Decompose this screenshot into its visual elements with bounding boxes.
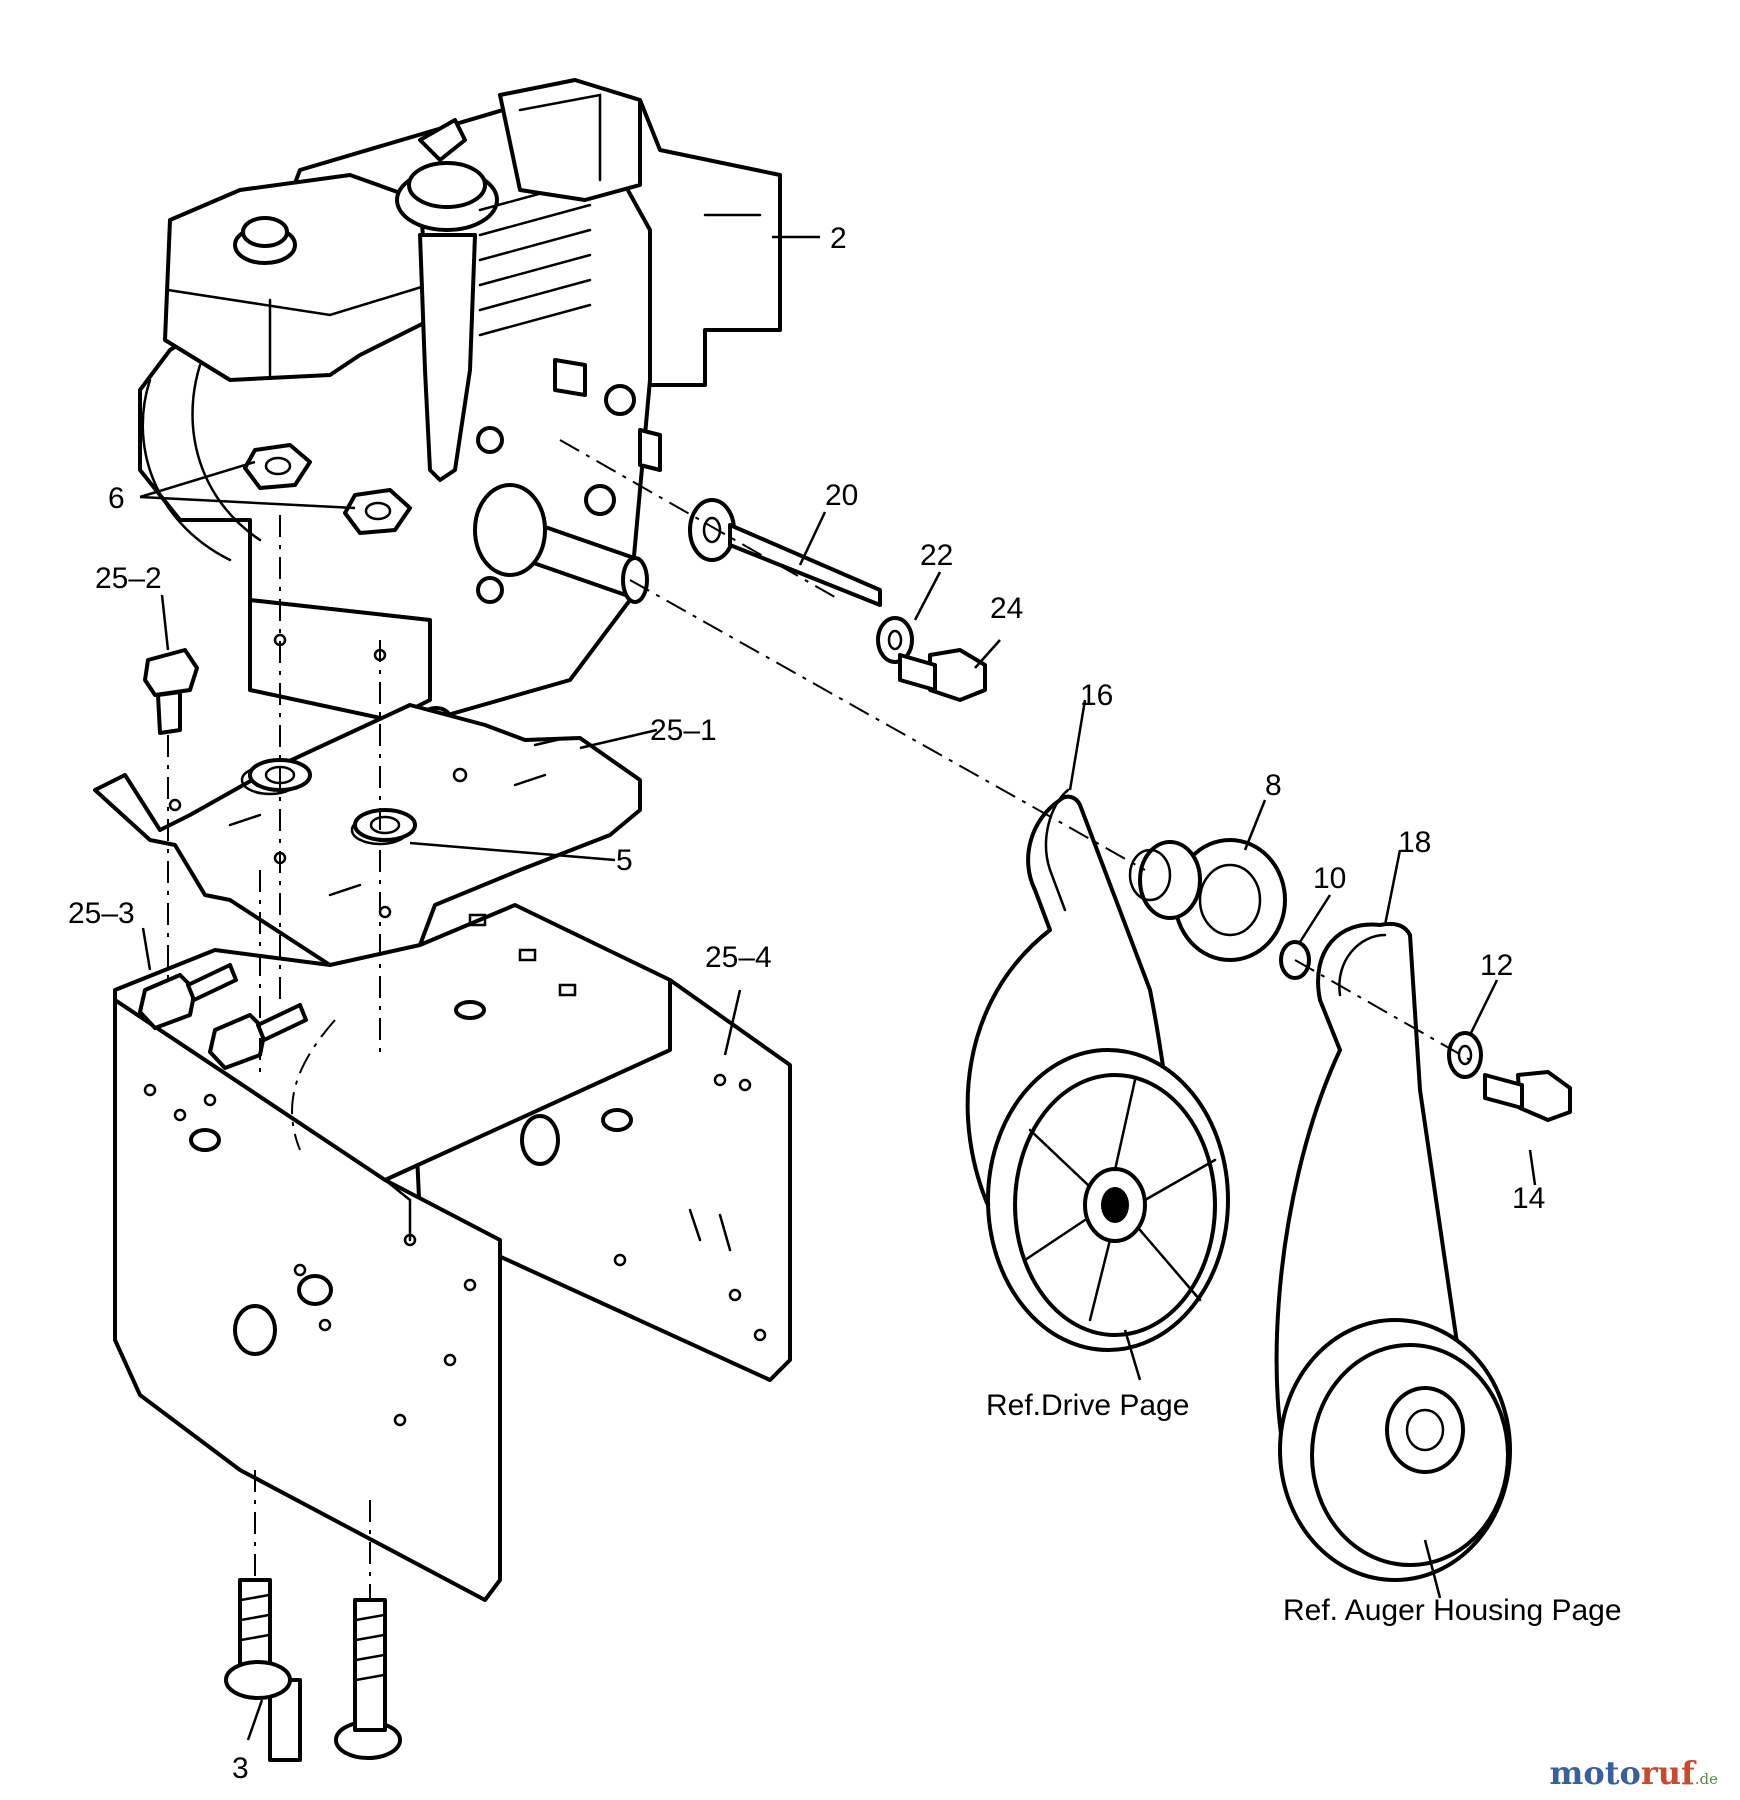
callout-20: 20 bbox=[825, 479, 858, 512]
callout-12: 12 bbox=[1480, 949, 1513, 982]
callout-5: 5 bbox=[616, 844, 633, 877]
auger-pulley bbox=[1278, 1318, 1512, 1582]
callout-14: 14 bbox=[1512, 1182, 1545, 1215]
watermark-logo: motoruf.de bbox=[1549, 1754, 1718, 1792]
nut-6-upper bbox=[243, 443, 312, 490]
carriage-bolt-3 bbox=[224, 1578, 402, 1762]
bolt-25-3 bbox=[138, 963, 308, 1070]
leader-lines bbox=[139, 235, 1537, 1741]
callout-25-2: 25–2 bbox=[95, 562, 162, 595]
bolt-14 bbox=[1483, 1070, 1572, 1122]
assembly-lines bbox=[167, 439, 1471, 1600]
callout-6: 6 bbox=[108, 482, 125, 515]
callout-25-1: 25–1 bbox=[650, 714, 717, 747]
nut-6-lower bbox=[343, 488, 412, 535]
callout-22: 22 bbox=[920, 539, 953, 572]
callout-25-3: 25–3 bbox=[68, 897, 135, 930]
callout-3: 3 bbox=[232, 1752, 249, 1785]
callout-24: 24 bbox=[990, 592, 1023, 625]
callout-18: 18 bbox=[1398, 826, 1431, 859]
ref-drive-page: Ref.Drive Page bbox=[986, 1389, 1189, 1422]
callout-8: 8 bbox=[1265, 769, 1282, 802]
callout-25-4: 25–4 bbox=[705, 941, 772, 974]
engine-pulley-8 bbox=[1128, 838, 1287, 962]
washer-12 bbox=[1447, 1031, 1483, 1079]
frame-housing bbox=[113, 903, 792, 1602]
spacer-rod-20 bbox=[688, 498, 882, 607]
callout-16: 16 bbox=[1080, 679, 1113, 712]
washer-22 bbox=[876, 616, 914, 664]
ref-auger-housing-page: Ref. Auger Housing Page bbox=[1283, 1594, 1622, 1627]
callout-2: 2 bbox=[830, 222, 847, 255]
bolt-25-2 bbox=[143, 648, 199, 735]
engine-assembly bbox=[138, 78, 782, 730]
bolt-24 bbox=[898, 648, 987, 702]
drive-pulley bbox=[986, 1048, 1230, 1352]
callout-10: 10 bbox=[1313, 862, 1346, 895]
